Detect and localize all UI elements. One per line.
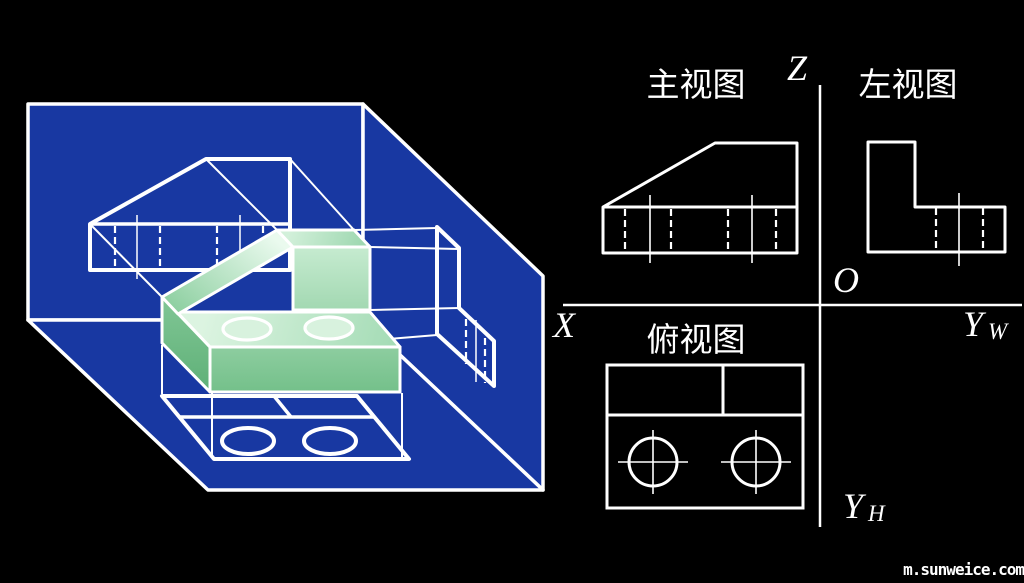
left-view-drawing <box>866 140 1007 266</box>
projection-ray <box>369 307 460 311</box>
solid-object-3d <box>160 228 402 394</box>
axis-x-label: X <box>551 305 577 345</box>
projection-ray <box>353 227 438 231</box>
orthographic-views: 主视图 左视图 俯视图 Z O X Y W Y H <box>551 48 1022 527</box>
front-view-label: 主视图 <box>647 67 746 104</box>
object-slab-top-face <box>175 310 402 349</box>
projection-ray <box>369 246 460 250</box>
projection-ray <box>205 158 278 231</box>
top-view-label: 俯视图 <box>647 322 746 359</box>
object-tall-front-face <box>291 245 372 312</box>
object-tall-top-face <box>275 228 372 249</box>
projection-ray <box>289 158 355 231</box>
svg-text:W: W <box>988 319 1009 344</box>
axis-yh-label: Y H <box>843 486 886 526</box>
watermark: m.sunweice.com <box>903 560 1024 579</box>
left-view-label: 左视图 <box>859 67 958 104</box>
svg-text:Y: Y <box>843 486 867 526</box>
object-slab-front-face <box>208 345 402 394</box>
axis-z-label: Z <box>787 48 808 88</box>
svg-text:Y: Y <box>963 304 987 344</box>
h-plane-projection <box>160 345 411 461</box>
projection-ray <box>89 223 163 298</box>
scene-3d <box>26 102 545 492</box>
object-hole-1 <box>221 316 273 342</box>
object-hole-2 <box>303 315 355 341</box>
svg-text:H: H <box>867 501 886 526</box>
axis-origin-label: O <box>833 260 859 300</box>
front-view-drawing <box>601 141 799 263</box>
axis-yw-label: Y W <box>963 304 1009 344</box>
top-view-drawing <box>605 363 805 510</box>
